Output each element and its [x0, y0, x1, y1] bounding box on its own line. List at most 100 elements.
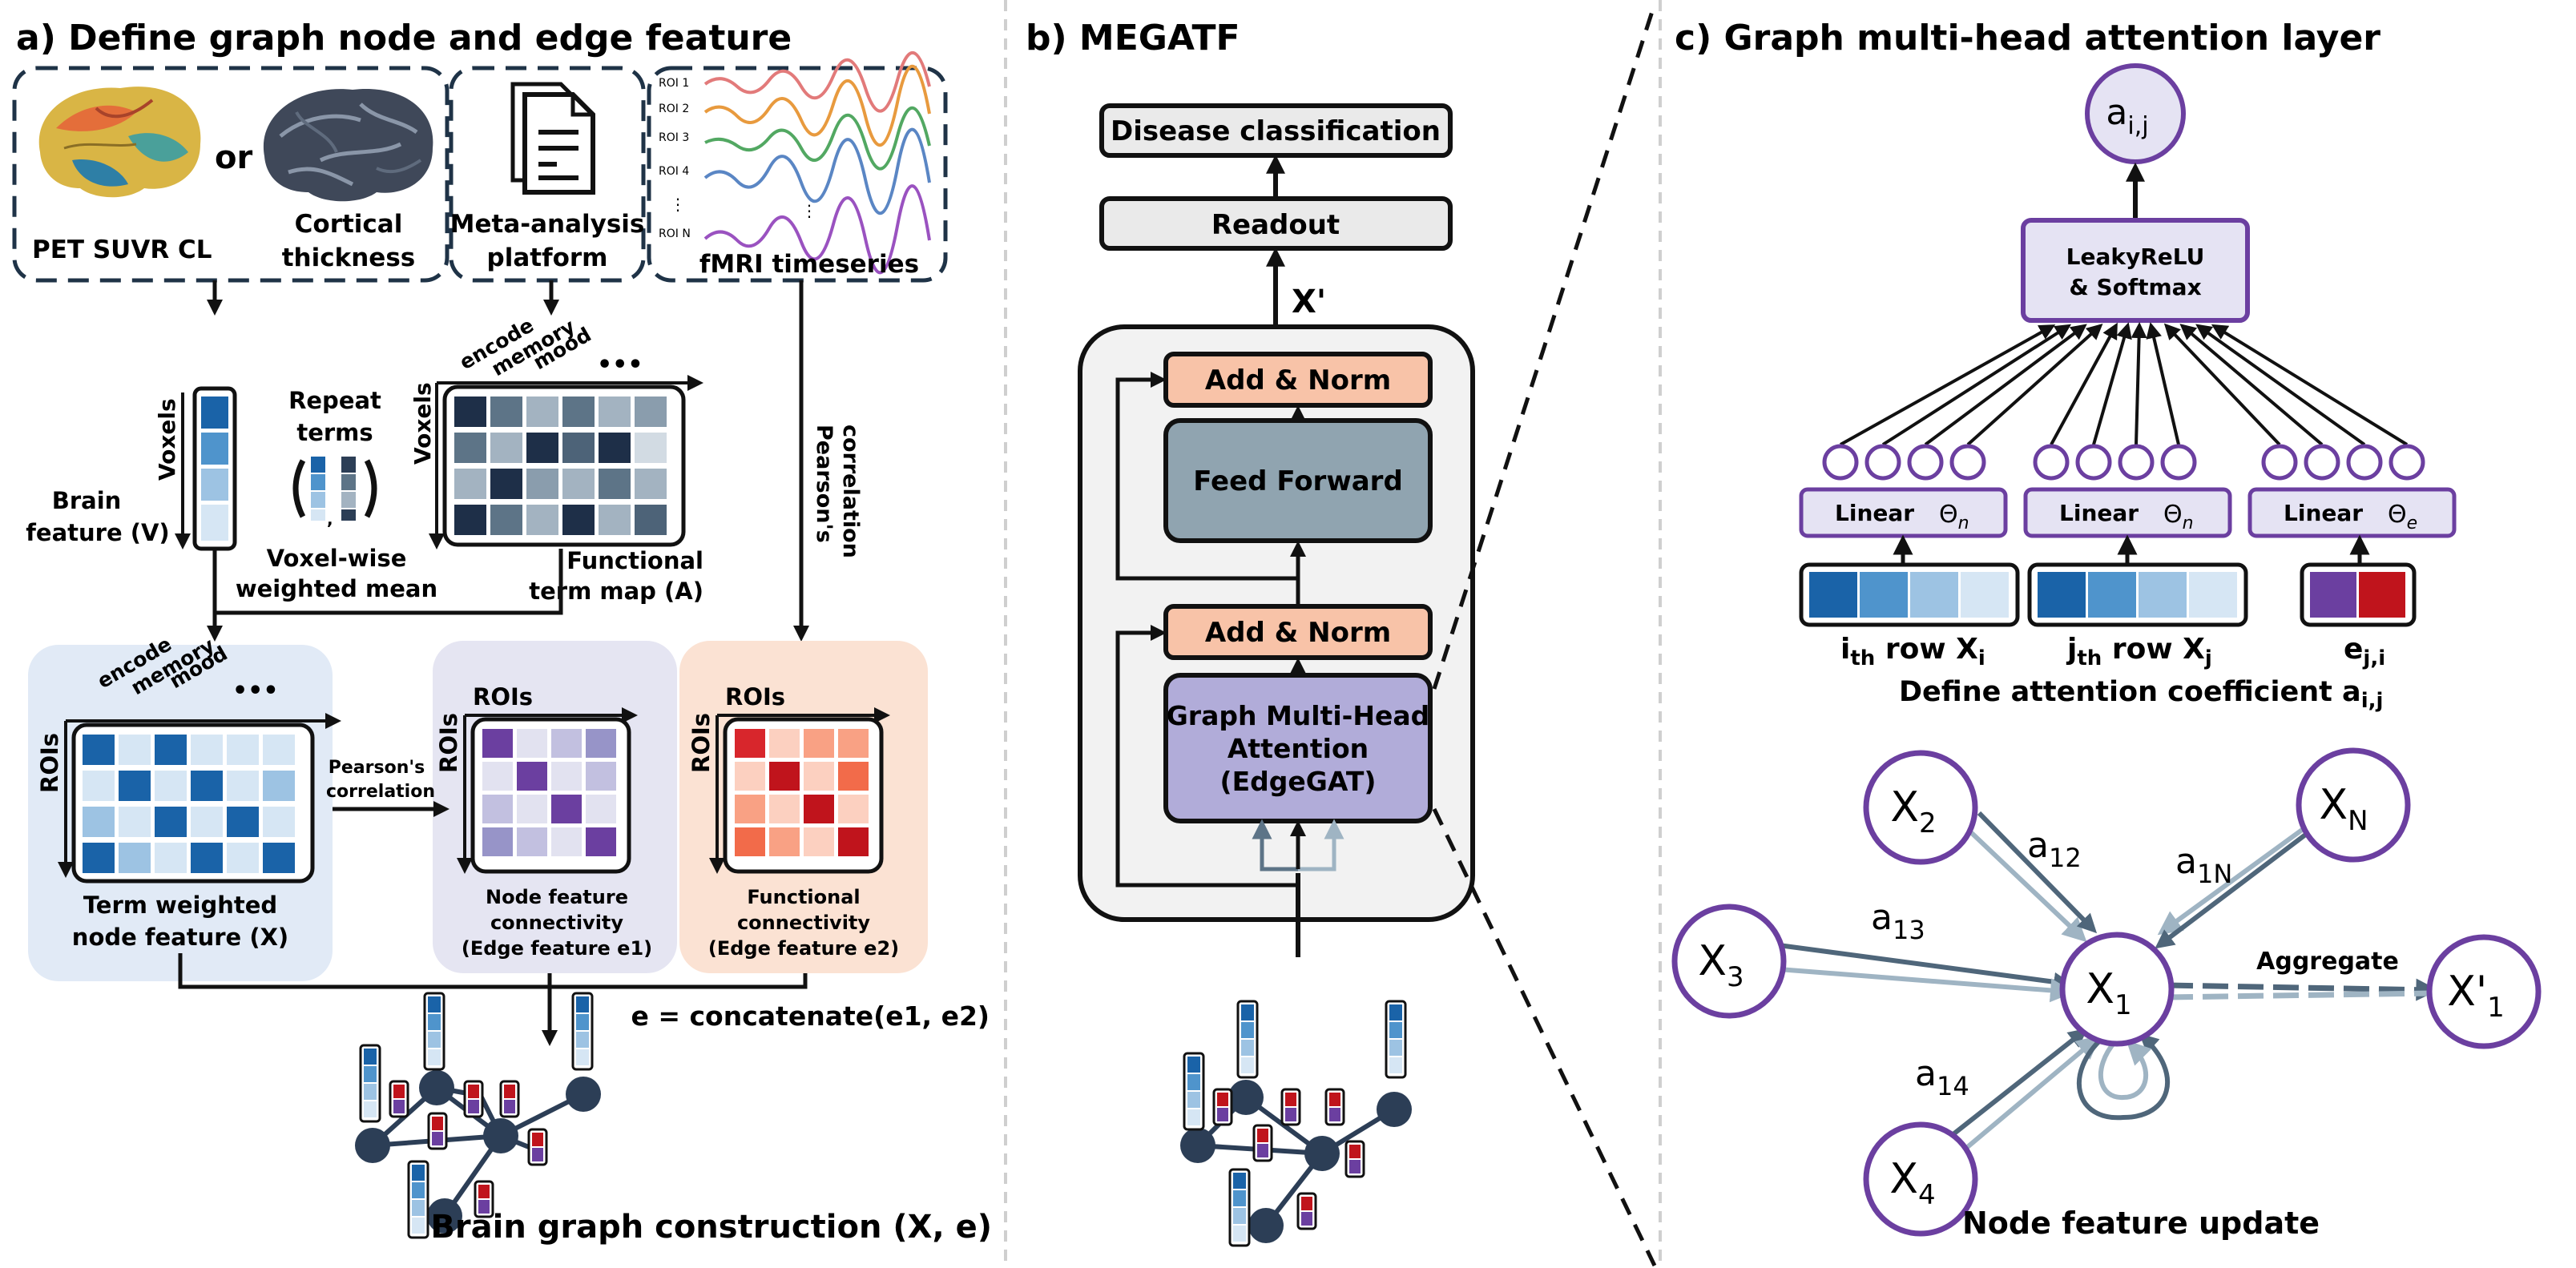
- roi-label-dots: ⋮: [670, 195, 686, 214]
- roi-label-1: ROI 1: [659, 77, 689, 90]
- node-x1-label: X1: [2086, 965, 2131, 1021]
- pet-suvr-label: PET SUVR CL: [32, 235, 212, 264]
- linear-label-e: Linear: [2284, 500, 2363, 526]
- leaky-relu-label-2: & Softmax: [2069, 274, 2201, 300]
- functional-connectivity-matrix: [723, 717, 884, 874]
- term-weighted-label-2: node feature (X): [72, 924, 288, 951]
- panel-b-title: b) MEGATF: [1026, 18, 1240, 58]
- roi-label-4: ROI 4: [659, 165, 689, 178]
- node-x3-label: X3: [1698, 937, 1744, 993]
- linear-label-j: Linear: [2059, 500, 2139, 526]
- disease-classification-label: Disease classification: [1111, 115, 1441, 147]
- voxelwise-label-2: weighted mean: [236, 575, 437, 602]
- fmri-box: [647, 66, 948, 283]
- pearson-small-label-2: correlation: [326, 782, 435, 802]
- cortical-brain-image: [263, 88, 433, 202]
- functional-term-label-2: term map (A): [529, 578, 703, 605]
- edge-a14-label: a14: [1915, 1053, 1969, 1101]
- rois-label-node-conn-top: ROIs: [473, 683, 533, 710]
- concat-label: e = concatenate(e1, e2): [631, 1000, 990, 1032]
- voxels-label-map: Voxels: [409, 382, 436, 465]
- aij-label: ai,j: [2106, 92, 2148, 140]
- roi-label-n: ROI N: [659, 227, 691, 240]
- attention-label-2: Attention: [1228, 733, 1369, 764]
- voxels-label-left: Voxels: [154, 398, 180, 481]
- edge-a1n-label: a1N: [2175, 841, 2232, 889]
- megatf-input-graph: [1180, 1000, 1412, 1247]
- node-x1-prime-label: X'1: [2447, 968, 2505, 1024]
- node-x4: [1863, 1121, 1978, 1237]
- pet-cortical-box: [12, 66, 449, 283]
- term-weighted-label-1: Term weighted: [83, 892, 277, 919]
- theta-e-label: Θe: [2388, 501, 2417, 533]
- node-x1: [2059, 932, 2175, 1047]
- panel-a-title: a) Define graph node and edge feature: [16, 18, 792, 58]
- term-header-dots-bottom: •••: [232, 677, 279, 705]
- meta-analysis-box: [449, 66, 646, 283]
- document-icon: [510, 82, 595, 195]
- node-x1-prime: [2426, 934, 2542, 1049]
- edge-a12-label: a12: [2027, 825, 2082, 873]
- rois-label-node-conn-side: ROIs: [435, 713, 462, 773]
- add-norm-bottom-label: Add & Norm: [1205, 617, 1391, 649]
- node-conn-label-3: (Edge feature e1): [462, 937, 652, 960]
- rois-label-func-conn-side: ROIs: [687, 713, 715, 773]
- func-conn-label-1: Functional: [747, 886, 860, 908]
- func-conn-label-3: (Edge feature e2): [708, 937, 899, 960]
- functional-term-map: [442, 384, 686, 547]
- node-x2: [1863, 750, 1978, 865]
- fmri-label: fMRI timeseries: [699, 250, 919, 279]
- aggregate-label: Aggregate: [2256, 948, 2399, 976]
- attention-inputs: [1822, 322, 2425, 481]
- brain-feature-label-1: Brain: [52, 487, 122, 514]
- edge-a13-label: a13: [1871, 897, 1925, 945]
- pearson-small-label-1: Pearson's: [329, 758, 425, 778]
- linear-label-i: Linear: [1835, 500, 1914, 526]
- pet-brain-image: [38, 87, 201, 198]
- zoom-line-top: [1432, 3, 1657, 690]
- functional-term-label-1: Functional: [566, 547, 703, 574]
- edge-vector-ji: [2300, 562, 2417, 627]
- aij-node: [2085, 63, 2186, 164]
- panel-c: c) Graph multi-head attention layer ai,j…: [1671, 18, 2542, 1241]
- meta-label-2: platform: [487, 244, 608, 272]
- func-conn-label-2: connectivity: [737, 912, 870, 934]
- node-update-label: Node feature update: [1962, 1206, 2320, 1241]
- theta-n-label-j: Θn: [2163, 501, 2194, 533]
- panel-a: a) Define graph node and edge feature or…: [12, 18, 992, 1246]
- node-x4-label: X4: [1889, 1155, 1935, 1211]
- brain-graph-illustration: [355, 992, 601, 1239]
- repeat-terms-label-2: terms: [296, 419, 373, 446]
- node-xn-label: XN: [2319, 781, 2368, 837]
- node-conn-label-2: connectivity: [490, 912, 623, 934]
- meta-label-1: Meta-analysis: [450, 210, 645, 239]
- readout-label: Readout: [1211, 209, 1340, 241]
- roi-label-3: ROI 3: [659, 131, 689, 144]
- add-norm-top-label: Add & Norm: [1205, 364, 1391, 397]
- voxelwise-label-1: Voxel-wise: [267, 545, 407, 572]
- node-update-graph: [1671, 747, 2542, 1237]
- ith-row-label: ith row Xi: [1840, 633, 1985, 670]
- node-conn-label-1: Node feature: [486, 886, 628, 908]
- node-x3: [1671, 904, 1787, 1019]
- feed-forward-label: Feed Forward: [1193, 465, 1403, 497]
- term-weighted-node-feature-matrix: [71, 723, 315, 884]
- cortical-label-1: Cortical: [295, 210, 403, 239]
- brain-feature-vector: [192, 386, 237, 551]
- rois-label-func-conn-top: ROIs: [725, 683, 785, 710]
- define-attention-label: Define attention coefficient ai,j: [1899, 676, 2383, 713]
- pearson-vertical-label-1: Pearson's: [812, 425, 836, 543]
- pearson-vertical-label-2: correlation: [838, 425, 863, 558]
- theta-n-label-i: Θn: [1939, 501, 1969, 533]
- roi-label-2: ROI 2: [659, 103, 689, 115]
- leaky-relu-label-1: LeakyReLU: [2066, 244, 2205, 270]
- or-label: or: [215, 139, 252, 176]
- rois-label-left: ROIs: [36, 733, 63, 793]
- node-xn: [2296, 747, 2411, 863]
- repeat-terms-label-1: Repeat: [288, 387, 381, 414]
- node-x2-label: X2: [1890, 783, 1936, 839]
- brain-feature-label-2: feature (V): [26, 519, 169, 546]
- row-vector-i: [1799, 562, 2020, 627]
- eji-label: ej,i: [2344, 633, 2385, 670]
- leaky-relu-box: [2021, 218, 2250, 323]
